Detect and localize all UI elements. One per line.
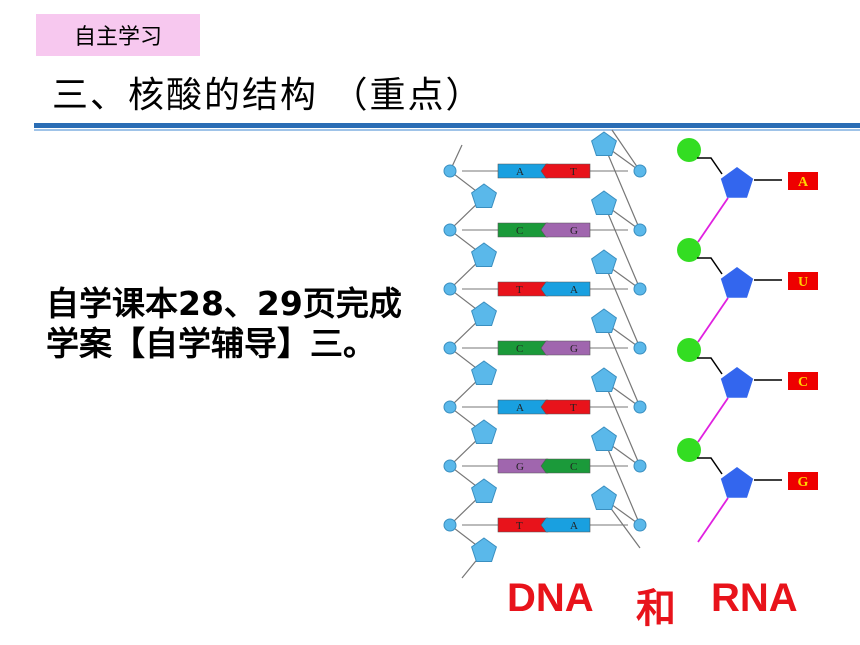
rna-base-label: A	[798, 175, 809, 190]
dna-phosphate-right	[633, 518, 647, 532]
dna-base-right	[540, 458, 591, 474]
dna-base-left-label: C	[516, 343, 523, 355]
dna-sugar-left	[471, 301, 497, 326]
dna-sugar-right	[591, 131, 617, 156]
dna-phosphate-right	[633, 223, 647, 237]
rna-phosphate	[677, 238, 701, 262]
dna-phosphate-left	[443, 164, 457, 178]
dna-right-backbone	[602, 129, 642, 549]
dna-base-right	[540, 340, 591, 356]
dna-base-right	[540, 517, 591, 533]
caption-dna: DNA	[507, 576, 594, 620]
dna-sugar-left	[471, 242, 497, 267]
dna-sugar-right	[591, 367, 617, 392]
dna-base-left-label: A	[516, 402, 524, 414]
rna-phosphate-link	[697, 357, 723, 375]
dna-phosphate-left	[443, 282, 457, 296]
section-badge: 自主学习	[36, 14, 200, 56]
dna-base-right-label: T	[570, 402, 577, 414]
dna-base-left-label: T	[516, 520, 523, 532]
dna-phosphate-left	[443, 223, 457, 237]
rna-phosphate	[677, 438, 701, 462]
dna-base-right-label: T	[570, 166, 577, 178]
dna-base-right	[540, 281, 591, 297]
dna-base-right	[540, 163, 591, 179]
rna-base-box	[788, 372, 818, 390]
dna-sugar-left	[471, 183, 497, 208]
dna-base-right-label: C	[570, 461, 577, 473]
dna-base-right	[540, 222, 591, 238]
dna-base-right-label: G	[570, 225, 578, 237]
caption-rna: RNA	[711, 576, 798, 620]
dna-phosphate-right	[633, 164, 647, 178]
rna-phosphate	[677, 138, 701, 162]
rna-base-label: G	[798, 475, 809, 490]
dna-left-backbone	[449, 144, 485, 579]
rna-phosphate	[677, 338, 701, 362]
rna-base-box	[788, 272, 818, 290]
dna-sugar-left	[471, 360, 497, 385]
rna-backbone	[697, 297, 729, 343]
rna-backbone	[697, 397, 729, 443]
dna-base-left-label: T	[516, 284, 523, 296]
dna-sugar-left	[471, 537, 497, 562]
dna-phosphate-right	[633, 282, 647, 296]
caption-and: 和	[636, 585, 676, 632]
dna-sugar-left	[471, 419, 497, 444]
dna-base-right	[540, 399, 591, 415]
rna-sugar	[720, 167, 754, 198]
dna-base-left-label: C	[516, 225, 523, 237]
title-divider	[34, 123, 860, 128]
rna-backbone	[697, 197, 729, 243]
rna-phosphate-link	[697, 157, 723, 175]
instruction-line-1: 自学课本28、29页完成	[46, 284, 402, 323]
dna-phosphate-right	[633, 459, 647, 473]
dna-phosphate-left	[443, 518, 457, 532]
dna-sugar-right	[591, 190, 617, 215]
rna-backbone	[697, 497, 729, 543]
rna-sugar	[720, 267, 754, 298]
rna-base-label: U	[798, 275, 808, 290]
rna-phosphate-link	[697, 457, 723, 475]
dna-phosphate-left	[443, 341, 457, 355]
dna-phosphate-right	[633, 400, 647, 414]
dna-base-right-label: A	[570, 284, 578, 296]
instruction-line-2: 学案【自学辅导】三。	[46, 324, 376, 363]
instruction-text: 自学课本28、29页完成 学案【自学辅导】三。	[46, 284, 402, 364]
dna-sugar-right	[591, 426, 617, 451]
dna-sugar-right	[591, 249, 617, 274]
page-title: 三、核酸的结构 （重点）	[52, 75, 484, 116]
dna-phosphate-right	[633, 341, 647, 355]
rna-base-box	[788, 172, 818, 190]
dna-base-right-label: A	[570, 520, 578, 532]
dna-sugar-left	[471, 478, 497, 503]
dna-phosphate-left	[443, 400, 457, 414]
dna-base-left-label: G	[516, 461, 524, 473]
title-divider-light	[34, 129, 860, 131]
dna-sugar-right	[591, 308, 617, 333]
rna-base-box	[788, 472, 818, 490]
dna-base-left-label: A	[516, 166, 524, 178]
dna-base-right-label: G	[570, 343, 578, 355]
rna-sugar	[720, 367, 754, 398]
rna-phosphate-link	[697, 257, 723, 275]
dna-phosphate-left	[443, 459, 457, 473]
dna-sugar-right	[591, 485, 617, 510]
rna-base-label: C	[798, 375, 808, 390]
rna-sugar	[720, 467, 754, 498]
